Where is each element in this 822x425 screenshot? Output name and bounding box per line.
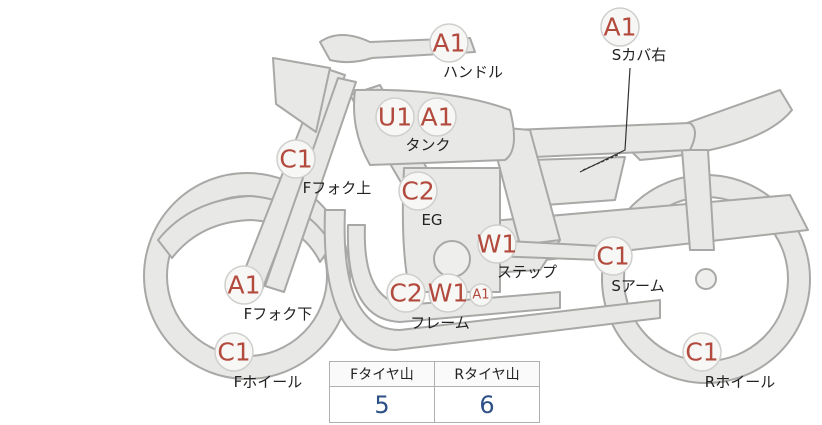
tire-tread-table: Fタイヤ山 Rタイヤ山 5 6 [329,361,540,423]
part-fork-lower: A1 Fフォク下 [224,265,313,323]
part-label: Sカバ右 [612,46,667,64]
part-label: Fフォク下 [244,305,313,323]
code-badge [276,139,316,179]
part-tank: U1 A1 タンク [375,97,457,154]
code-text: C1 [279,145,312,174]
motorcycle-silhouette [143,34,811,384]
code-text: U1 [378,103,412,132]
code-text: A1 [420,103,453,132]
part-label: Fホイール [234,373,303,391]
part-label: Sアーム [611,277,664,295]
front-tire-header: Fタイヤ山 [329,361,435,387]
part-label: EG [421,211,442,229]
part-front-wheel: C1 Fホイール [214,332,303,391]
code-badge [417,97,457,137]
code-badge [214,332,254,372]
code-badge [375,97,415,137]
code-badge [386,273,426,313]
code-badge [593,236,633,276]
part-swing-arm: C1 Sアーム [593,236,665,295]
code-text: A1 [227,271,260,300]
code-badge [469,283,493,307]
code-badge [428,273,468,313]
code-badge [398,171,438,211]
part-label: ステップ [497,263,557,281]
code-text: W1 [477,230,518,259]
code-text: A1 [432,29,465,58]
part-fork-upper: C1 Fフォク上 [276,139,372,197]
part-seat-cover-right: A1 Sカバ右 [600,7,667,64]
code-text: C1 [596,242,629,271]
part-label: Fフォク上 [303,179,372,197]
part-frame: C2 W1 A1 フレーム [386,273,493,332]
part-engine: C2 EG [398,171,443,229]
code-text: C1 [685,338,718,367]
code-badge [600,7,640,47]
part-label: ハンドル [443,63,503,81]
front-tire-value: 5 [329,386,435,423]
part-label: タンク [405,136,450,154]
part-step: W1 ステップ [477,224,557,281]
part-label: フレーム [410,314,470,332]
code-text: W1 [428,279,469,308]
tire-table-value-row: 5 6 [329,386,540,423]
part-label: Rホイール [705,373,775,391]
code-badge [682,332,722,372]
code-text: C1 [217,338,250,367]
code-badge [224,265,264,305]
code-text: C2 [389,279,422,308]
code-badge [477,224,517,264]
part-handle: A1 ハンドル [429,23,503,81]
part-rear-wheel: C1 Rホイール [682,332,775,391]
code-text: C2 [401,177,434,206]
rear-tire-value: 6 [434,386,540,423]
code-badge [429,23,469,63]
code-text: A1 [603,13,636,42]
tire-table-header-row: Fタイヤ山 Rタイヤ山 [329,361,540,387]
rear-tire-header: Rタイヤ山 [434,361,540,387]
code-text: A1 [472,288,489,303]
